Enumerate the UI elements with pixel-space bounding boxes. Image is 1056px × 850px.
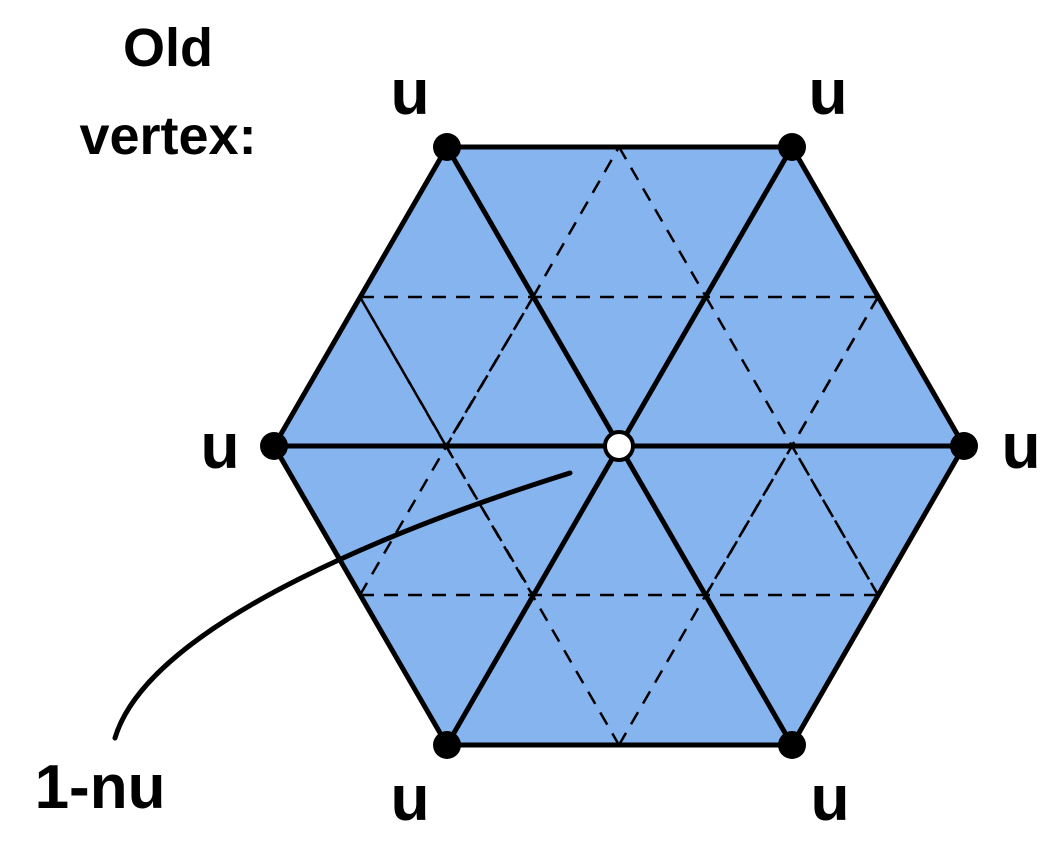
vertex-label-top-left: u <box>390 56 429 128</box>
neighbor-vertices <box>260 133 978 759</box>
heading-line-2: vertex: <box>79 106 256 166</box>
leader-line <box>112 470 573 741</box>
heading-line-1: Old <box>123 18 213 78</box>
vertex-label-bottom-right: u <box>810 762 849 834</box>
vertex-dot-top-right <box>778 133 806 161</box>
vertex-label-bottom-left: u <box>390 762 429 834</box>
center-vertex <box>603 430 635 462</box>
vertex-label-right: u <box>1001 410 1040 482</box>
vertex-label-left: u <box>200 410 239 482</box>
vertex-dot-left <box>260 432 288 460</box>
center-weight-label: 1-nu <box>35 753 166 822</box>
vertex-dot-bottom-right <box>778 731 806 759</box>
vertex-dot-right <box>950 432 978 460</box>
vertex-dot-bottom-left <box>433 731 461 759</box>
vertex-dot-top-left <box>433 133 461 161</box>
vertex-label-top-right: u <box>808 56 847 128</box>
